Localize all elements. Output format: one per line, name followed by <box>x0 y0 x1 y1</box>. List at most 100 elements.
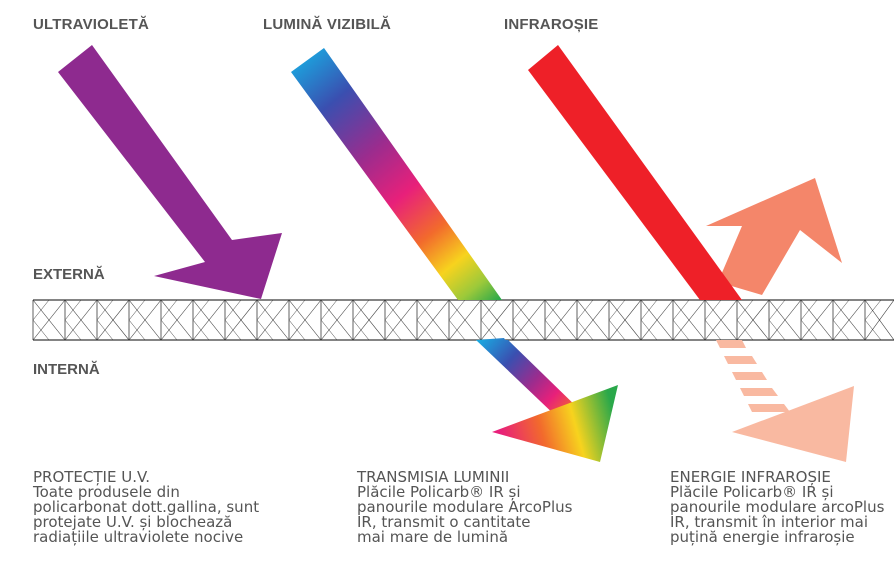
caption-uv-line: Toate produsele din <box>33 483 180 501</box>
sheet-line <box>512 299 546 341</box>
sheet-line <box>544 299 578 341</box>
sheet-line <box>448 319 466 341</box>
sheet-line <box>160 299 178 321</box>
sheet-line <box>224 299 242 321</box>
caption-uv-protection: PROTECȚIE U.V. Toate produsele din polic… <box>33 470 259 545</box>
sheet-line <box>128 299 162 341</box>
label-external: EXTERNĂ <box>33 266 105 283</box>
sheet-line <box>640 299 658 321</box>
sheet-line <box>352 319 370 341</box>
sheet-line <box>320 299 338 321</box>
sheet-line <box>384 299 402 321</box>
sheet-line <box>352 299 370 321</box>
sheet-line <box>864 299 894 341</box>
header-ultraviolet: ULTRAVIOLETĂ <box>33 16 149 33</box>
sheet-line <box>416 319 434 341</box>
caption-uv-line: radiațiile ultraviolete nocive <box>33 528 244 546</box>
sheet-line <box>800 319 818 341</box>
sheet-line <box>544 319 562 341</box>
caption-light-transmission: TRANSMISIA LUMINII Plăcile Policarb® IR … <box>357 470 572 545</box>
sheet-line <box>128 319 146 341</box>
sheet-line <box>704 299 738 341</box>
sheet-line <box>64 299 82 321</box>
sheet-line <box>256 299 290 341</box>
sheet-line <box>448 299 482 341</box>
caption-light-line: IR, transmit o cantitate <box>357 513 531 531</box>
sheet-line <box>224 299 258 341</box>
sheet-line <box>64 299 98 341</box>
sheet-line <box>96 319 114 341</box>
sheet-line <box>192 319 210 341</box>
caption-uv-line: policarbonat dott.gallina, sunt <box>33 498 260 516</box>
sheet-line <box>480 299 498 321</box>
sheet-line <box>480 319 498 341</box>
sheet-line <box>96 299 130 341</box>
sheet-line <box>544 299 562 321</box>
caption-ir-line: panourile modulare arcoPlus <box>670 498 885 516</box>
sheet-line <box>288 299 322 341</box>
sheet-line <box>256 299 274 321</box>
sheet-line <box>480 299 514 341</box>
sheet-line <box>672 299 690 321</box>
sheet-line <box>512 319 530 341</box>
caption-ir-line: puțină energie infraroșie <box>670 528 855 546</box>
sheet-line <box>736 299 770 341</box>
caption-ir-line: IR, transmit în interior mai <box>670 513 869 531</box>
caption-ir-line: Plăcile Policarb® IR și <box>670 483 834 501</box>
sheet-line <box>736 319 754 341</box>
label-internal: INTERNĂ <box>33 361 100 378</box>
header-infrared: INFRAROȘIE <box>504 16 599 33</box>
infrared-arrow-transmitted <box>716 340 854 462</box>
header-visible-light: LUMINĂ VIZIBILĂ <box>263 16 391 33</box>
sheet-line <box>768 299 786 321</box>
visible-light-arrowhead <box>492 385 618 462</box>
caption-uv-title: PROTECȚIE U.V. <box>33 468 151 486</box>
sheet-line <box>352 299 386 341</box>
sheet-line <box>832 319 850 341</box>
sheet-line <box>64 319 82 341</box>
sheet-line <box>800 299 834 341</box>
sheet-line <box>32 299 50 321</box>
caption-infrared-energy: ENERGIE INFRAROȘIE Plăcile Policarb® IR … <box>670 470 884 545</box>
sheet-line <box>288 299 306 321</box>
uv-arrow <box>58 45 282 299</box>
sheet-line <box>160 319 178 341</box>
sheet-line <box>384 299 418 341</box>
visible-light-arrow-incoming <box>291 48 502 300</box>
sheet-line <box>864 299 882 321</box>
sheet-line <box>800 299 818 321</box>
sheet-line <box>128 299 146 321</box>
infrared-arrow-reflected <box>706 178 842 295</box>
sheet-line <box>832 299 866 341</box>
sheet-line <box>288 319 306 341</box>
caption-light-line: Plăcile Policarb® IR și <box>357 483 521 501</box>
caption-light-line: mai mare de lumină <box>357 528 509 546</box>
sheet-line <box>576 319 594 341</box>
caption-ir-title: ENERGIE INFRAROȘIE <box>670 468 831 486</box>
sheet-line <box>640 299 674 341</box>
sheet-line <box>768 299 802 341</box>
sheet-line <box>32 299 66 341</box>
sheet-line <box>96 299 114 321</box>
sheet-line <box>608 299 626 321</box>
sheet-line <box>832 299 850 321</box>
sheet-line <box>384 319 402 341</box>
sheet-line <box>448 299 466 321</box>
sheet-line <box>672 299 706 341</box>
sheet-line <box>576 299 594 321</box>
sheet-line <box>576 299 610 341</box>
infrared-arrow-incoming <box>528 45 742 300</box>
sheet-line <box>320 319 338 341</box>
sheet-line <box>416 299 450 341</box>
sheet-line <box>640 319 658 341</box>
sheet-line <box>192 299 210 321</box>
sheet-line <box>704 299 722 321</box>
sheet-line <box>736 299 754 321</box>
sheet-line <box>672 319 690 341</box>
visible-light-arrow-transmitted-body <box>476 340 582 420</box>
sheet-line <box>224 319 242 341</box>
sheet-line <box>512 299 530 321</box>
sheet-line <box>416 299 434 321</box>
caption-uv-line: protejate U.V. și blochează <box>33 513 233 531</box>
